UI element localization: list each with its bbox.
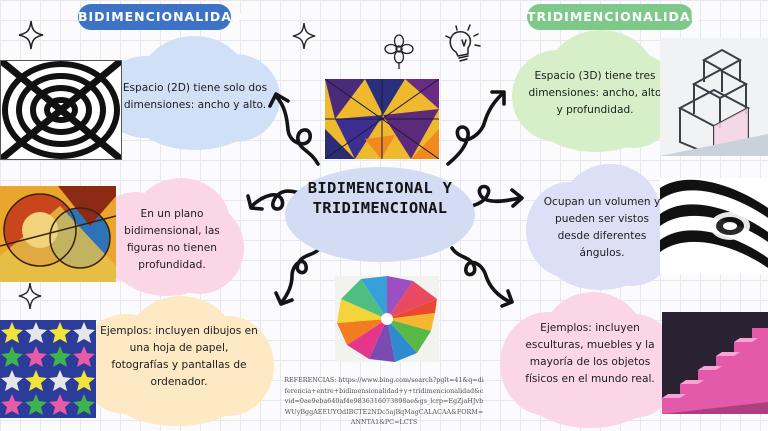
cloud-3d-volume-text: Ocupan un volumen y pueden ser vistos de… (543, 196, 661, 259)
curly-arrow-icon (450, 246, 512, 304)
star-pattern-image (0, 320, 96, 418)
cloud-2d-examples-text: Ejemplos: incluyen dibujos en una hoja d… (100, 325, 258, 388)
curly-arrow-icon (250, 189, 307, 211)
central-topic-oval (285, 167, 475, 262)
cloud-3d-definition (512, 30, 678, 152)
cloud-3d-definition-text: Espacio (3D) tiene tres dimensiones: anc… (528, 70, 662, 116)
cloud-2d-definition-text: Espacio (2D) tiene solo dos dimensiones:… (122, 82, 268, 111)
cubist-painting-image (0, 186, 116, 282)
central-topic-title: BIDIMENCIONAL Y TRIDIMENCIONAL (307, 179, 453, 217)
curly-arrow-icon (456, 184, 522, 212)
op-art-2d-image (0, 60, 122, 160)
cloud-2d-plane-text: En un plano bidimensional, las figuras n… (124, 208, 220, 271)
sparkle-icon (18, 283, 42, 309)
cloud-3d-examples-text: Ejemplos: incluyen esculturas, muebles y… (525, 322, 655, 385)
sparkle-icon (292, 23, 316, 49)
geometric-triangles-image (325, 79, 439, 159)
lightbulb-icon (445, 24, 481, 62)
curly-arrow-icon (446, 92, 504, 166)
pink-stairs-image (662, 312, 768, 414)
tridimensionalidad-label: TRIDIMENCIONALIDAD (527, 4, 701, 30)
references-text: REFERENCIAS: https://www.bing.com/search… (284, 376, 484, 426)
op-art-3d-image (660, 178, 768, 274)
cube-sculpture-image (660, 38, 768, 156)
bidimensionalidad-label: BIDIMENCIONALIDAD (78, 4, 242, 30)
flower-icon (384, 34, 414, 69)
paper-spiral-sculpture-image (335, 276, 439, 362)
curly-arrow-icon (274, 94, 320, 166)
sparkle-icon (18, 20, 44, 50)
curly-arrow-icon (280, 246, 322, 304)
